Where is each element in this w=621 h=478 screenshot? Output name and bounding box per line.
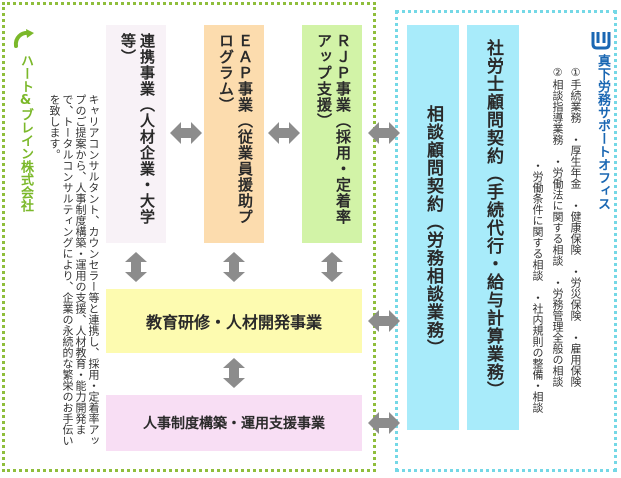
hr-system-label: 人事制度構築・運用支援事業 xyxy=(143,416,325,432)
double-arrow-kyoiku-jinji-icon xyxy=(223,358,245,388)
labor-attorney-contract-label: 社労士顧問契約（手続代行・給与計算業務） xyxy=(483,39,503,399)
labor-attorney-contract-box: 社労士顧問契約（手続代行・給与計算業務） xyxy=(467,25,519,430)
rjp-business-label: ＲＪＰ事業（採用・定着率アップ支援） xyxy=(315,33,352,225)
double-arrow-jinji-sodan-icon xyxy=(368,412,400,434)
mashita-office-logo-icon xyxy=(590,30,612,50)
hr-system-box: 人事制度構築・運用支援事業 xyxy=(106,395,362,451)
education-training-box: 教育研修・人材開発事業 xyxy=(106,289,362,353)
eap-business-label: ＥＡＰ事業（従業員援助プログラム） xyxy=(217,33,254,225)
mashita-service-consultation: ②相談指導業務 ・労働法に関する相談 ・労務管理全般の相談 xyxy=(551,66,564,387)
heart-brain-logo-icon xyxy=(13,28,37,50)
education-training-label: 教育研修・人材開発事業 xyxy=(145,313,322,332)
double-arrow-rjp-sodan-icon xyxy=(368,122,400,144)
heart-brain-frame xyxy=(2,2,376,472)
double-arrow-eap-kyoiku-icon xyxy=(223,252,245,282)
double-arrow-kyoiku-sodan-icon xyxy=(368,310,400,332)
heart-brain-description: キャリアコンサルタント、カウンセラー等と連携し、採用・定着率アップのご提案から、… xyxy=(48,94,100,446)
double-arrow-rjp-kyoiku-icon xyxy=(321,252,343,282)
consultation-contract-label: 相談顧問契約（労務相談業務） xyxy=(423,105,443,357)
renkei-business-box: 連携事業（人材企業・大学等） xyxy=(106,25,166,243)
mashita-office-frame xyxy=(395,10,617,472)
consultation-contract-box: 相談顧問契約（労務相談業務） xyxy=(407,25,459,430)
eap-business-box: ＥＡＰ事業（従業員援助プログラム） xyxy=(204,25,264,243)
renkei-business-label: 連携事業（人材企業・大学等） xyxy=(119,33,156,225)
double-arrow-eap-rjp-icon xyxy=(268,122,300,144)
rjp-business-box: ＲＪＰ事業（採用・定着率アップ支援） xyxy=(302,25,362,243)
double-arrow-renkei-kyoiku-icon xyxy=(125,252,147,282)
mashita-service-procedures: ①手続業務 ・厚生年金 ・健康保険 ・労災保険 ・雇用保険 xyxy=(569,66,582,387)
heart-brain-company-name: ハート&ブレイン株式会社 xyxy=(18,54,33,212)
mashita-office-name: 真下労務サポートオフィス xyxy=(595,54,610,210)
mashita-service-conditions: ・労働条件に関する相談 ・社内規則の整備・相談 xyxy=(531,160,544,413)
double-arrow-renkei-eap-icon xyxy=(170,122,202,144)
